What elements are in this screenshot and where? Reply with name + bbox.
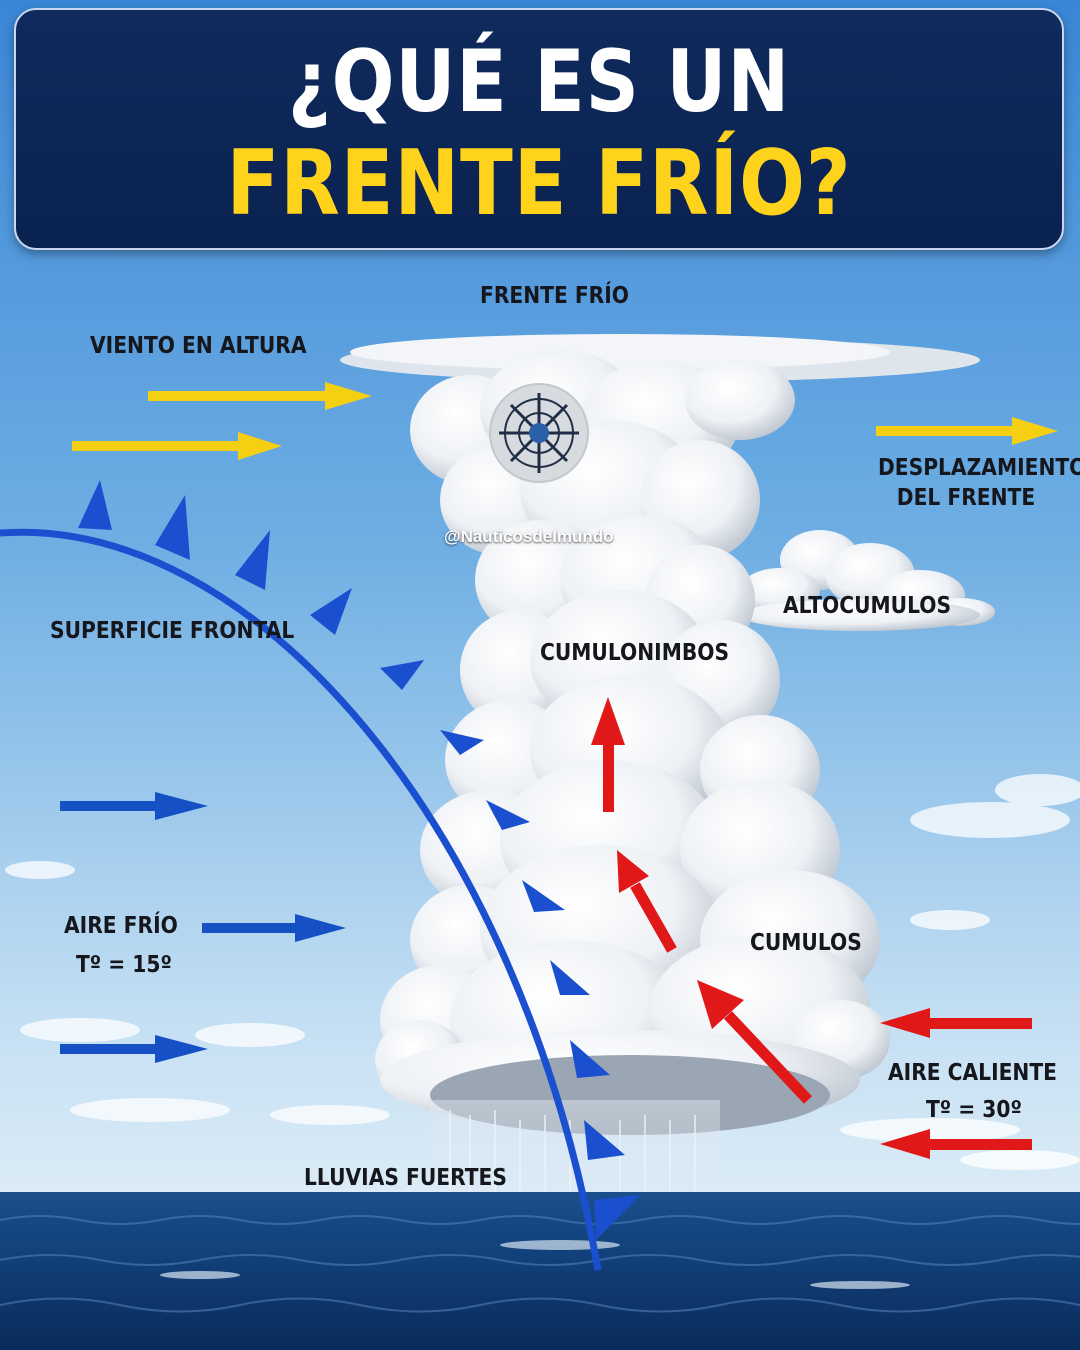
label-temp-caliente: Tº = 30º bbox=[926, 1097, 1022, 1123]
waves bbox=[0, 1215, 1080, 1313]
warm-air-inflow-arrow bbox=[880, 1129, 1032, 1159]
rising-air-arrow bbox=[697, 980, 813, 1104]
title-line-2: FRENTE FRÍO? bbox=[226, 131, 852, 236]
label-frente-frio: FRENTE FRÍO bbox=[480, 283, 630, 309]
title-banner: ¿QUÉ ES UN FRENTE FRÍO? bbox=[14, 8, 1064, 250]
label-desplazamiento-line1: DESPLAZAMIENTO bbox=[878, 455, 1080, 481]
label-temp-frio: Tº = 15º bbox=[76, 952, 172, 978]
label-superficie-frontal: SUPERFICIE FRONTAL bbox=[50, 618, 295, 644]
cold-air-arrow bbox=[60, 1035, 208, 1063]
warm-air-inflow-arrow bbox=[880, 1008, 1032, 1038]
cold-air-arrow bbox=[202, 914, 346, 942]
title-line-1: ¿QUÉ ES UN bbox=[287, 32, 791, 132]
upper-wind-arrow bbox=[148, 382, 372, 410]
label-altocumulos: ALTOCUMULOS bbox=[783, 593, 952, 619]
sea bbox=[0, 1192, 1080, 1350]
label-cumulos: CUMULOS bbox=[750, 930, 862, 956]
rising-air-arrow bbox=[591, 697, 625, 812]
ship-wheel-logo-icon bbox=[489, 383, 589, 483]
upper-wind-arrow bbox=[72, 432, 282, 460]
cold-air-arrow bbox=[60, 792, 208, 820]
cold-air-arrows bbox=[60, 792, 346, 1063]
watermark-handle: @Nauticosdelmundo bbox=[444, 527, 614, 546]
rising-air-arrow bbox=[617, 850, 677, 953]
upper-wind-arrows bbox=[72, 382, 1058, 460]
cumulonimbus-cloud bbox=[340, 334, 980, 1135]
label-cumulonimbos: CUMULONIMBOS bbox=[540, 640, 730, 666]
frontal-surface-line bbox=[0, 480, 640, 1271]
altocumulus-cloud bbox=[740, 530, 995, 631]
front-displacement-arrow bbox=[876, 417, 1058, 445]
label-lluvias-fuertes: LLUVIAS FUERTES bbox=[304, 1165, 507, 1191]
label-desplazamiento: DESPLAZAMIENTO DEL FRENTE bbox=[878, 455, 1080, 511]
warm-air-arrows bbox=[591, 697, 1032, 1159]
label-desplazamiento-line2: DEL FRENTE bbox=[896, 485, 1036, 511]
label-viento-en-altura: VIENTO EN ALTURA bbox=[90, 333, 307, 359]
label-aire-frio: AIRE FRÍO bbox=[64, 913, 178, 939]
label-aire-caliente: AIRE CALIENTE bbox=[888, 1060, 1058, 1086]
